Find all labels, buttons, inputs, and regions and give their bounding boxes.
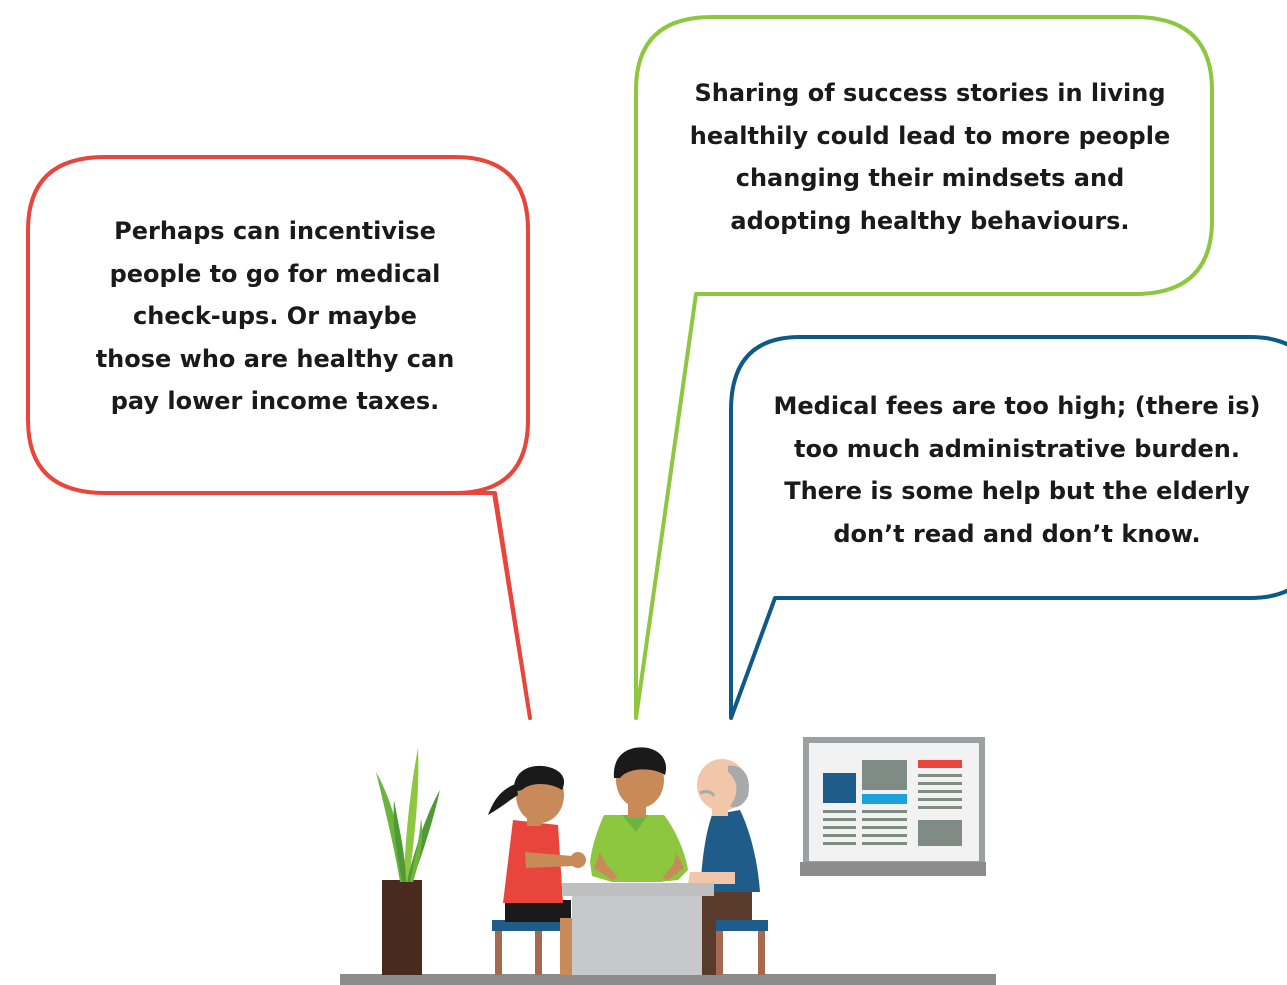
red-bubble-line: people to go for medical	[109, 259, 441, 288]
floor	[340, 974, 996, 985]
blue-speech-bubble	[729, 335, 1287, 720]
elderly-man-icon	[688, 759, 760, 975]
green-bubble-line: Sharing of success stories in living	[694, 79, 1166, 107]
red-bubble-line: those who are healthy can	[95, 344, 455, 373]
green-bubble-line: adopting healthy behaviours.	[730, 206, 1130, 235]
table-icon	[562, 883, 714, 975]
stool-icon	[708, 920, 768, 975]
blue-bubble-line: too much administrative burden.	[793, 434, 1240, 463]
blue-bubble-line: There is some help but the elderly	[784, 477, 1250, 505]
man-icon	[590, 747, 688, 882]
woman-icon	[488, 765, 586, 975]
red-bubble-line: check-ups. Or maybe	[133, 302, 417, 330]
green-bubble-line: healthily could lead to more people	[689, 121, 1171, 150]
plant-icon	[376, 748, 440, 975]
stool-icon	[492, 920, 562, 975]
red-bubble-line: pay lower income taxes.	[110, 387, 440, 415]
red-bubble-line: Perhaps can incentivise	[114, 217, 436, 245]
green-bubble-line: changing their mindsets and	[735, 164, 1125, 192]
green-bubble-text: Sharing of success stories in living hea…	[665, 72, 1195, 242]
blue-bubble-line: don’t read and don’t know.	[833, 519, 1201, 548]
blue-bubble-text: Medical fees are too high; (there is) to…	[757, 385, 1277, 555]
red-bubble-text: Perhaps can incentivise people to go for…	[60, 210, 490, 423]
red-speech-bubble	[26, 155, 532, 720]
green-speech-bubble	[634, 15, 1214, 720]
notice-board-icon	[800, 737, 986, 876]
blue-bubble-line: Medical fees are too high; (there is)	[773, 392, 1261, 420]
